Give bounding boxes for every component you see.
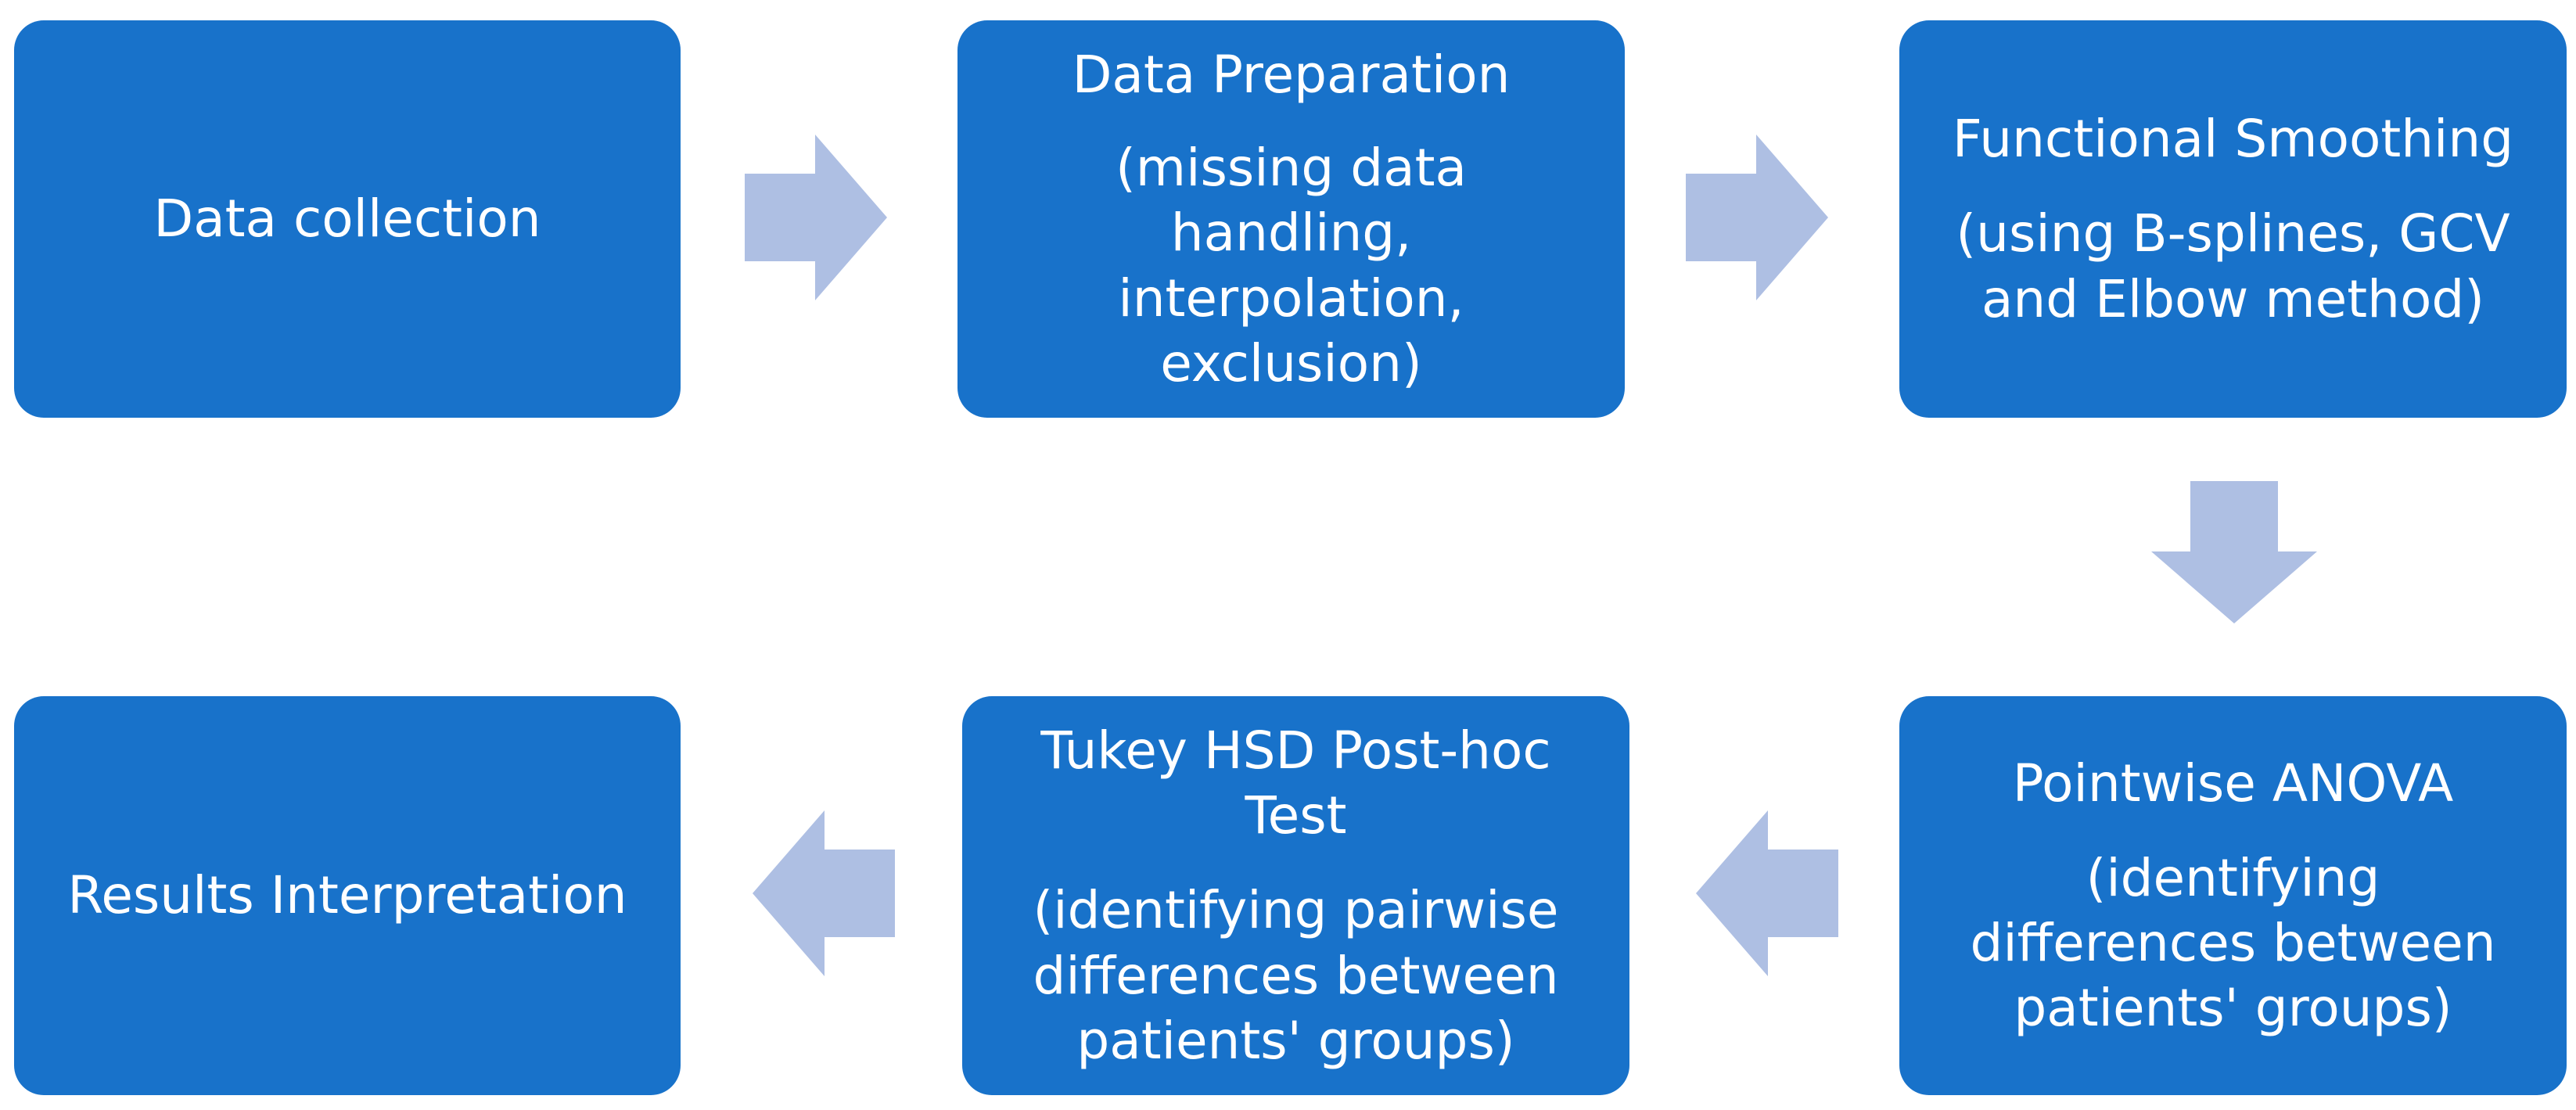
step-tukey-hsd: Tukey HSD Post-hoc Test (identifying pai… bbox=[962, 696, 1629, 1095]
step-data-collection: Data collection bbox=[14, 20, 681, 418]
step-results-interpretation-title: Results Interpretation bbox=[67, 865, 627, 926]
arrow-right-icon bbox=[745, 135, 887, 300]
step-pointwise-anova-title: Pointwise ANOVA bbox=[2012, 753, 2454, 814]
arrow-right-icon bbox=[1686, 135, 1828, 300]
step-data-preparation: Data Preparation (missing data handling,… bbox=[957, 20, 1625, 418]
step-functional-smoothing-title: Functional Smoothing bbox=[1952, 109, 2514, 170]
step-tukey-hsd-detail: (identifying pairwise differences betwee… bbox=[1033, 880, 1559, 1071]
arrow-left-icon bbox=[753, 810, 895, 976]
step-functional-smoothing: Functional Smoothing (using B-splines, G… bbox=[1899, 20, 2567, 418]
step-tukey-hsd-title: Tukey HSD Post-hoc Test bbox=[1040, 720, 1551, 846]
step-pointwise-anova: Pointwise ANOVA (identifying differences… bbox=[1899, 696, 2567, 1095]
step-results-interpretation: Results Interpretation bbox=[14, 696, 681, 1095]
step-data-preparation-title: Data Preparation bbox=[1072, 45, 1511, 106]
arrow-down-icon bbox=[2151, 481, 2317, 623]
arrow-left-icon bbox=[1696, 810, 1838, 976]
step-pointwise-anova-detail: (identifying differences between patient… bbox=[1970, 847, 2496, 1039]
step-data-preparation-detail: (missing data handling, interpolation, e… bbox=[1116, 138, 1467, 393]
step-functional-smoothing-detail: (using B-splines, GCV and Elbow method) bbox=[1956, 203, 2510, 329]
step-data-collection-title: Data collection bbox=[153, 189, 541, 250]
